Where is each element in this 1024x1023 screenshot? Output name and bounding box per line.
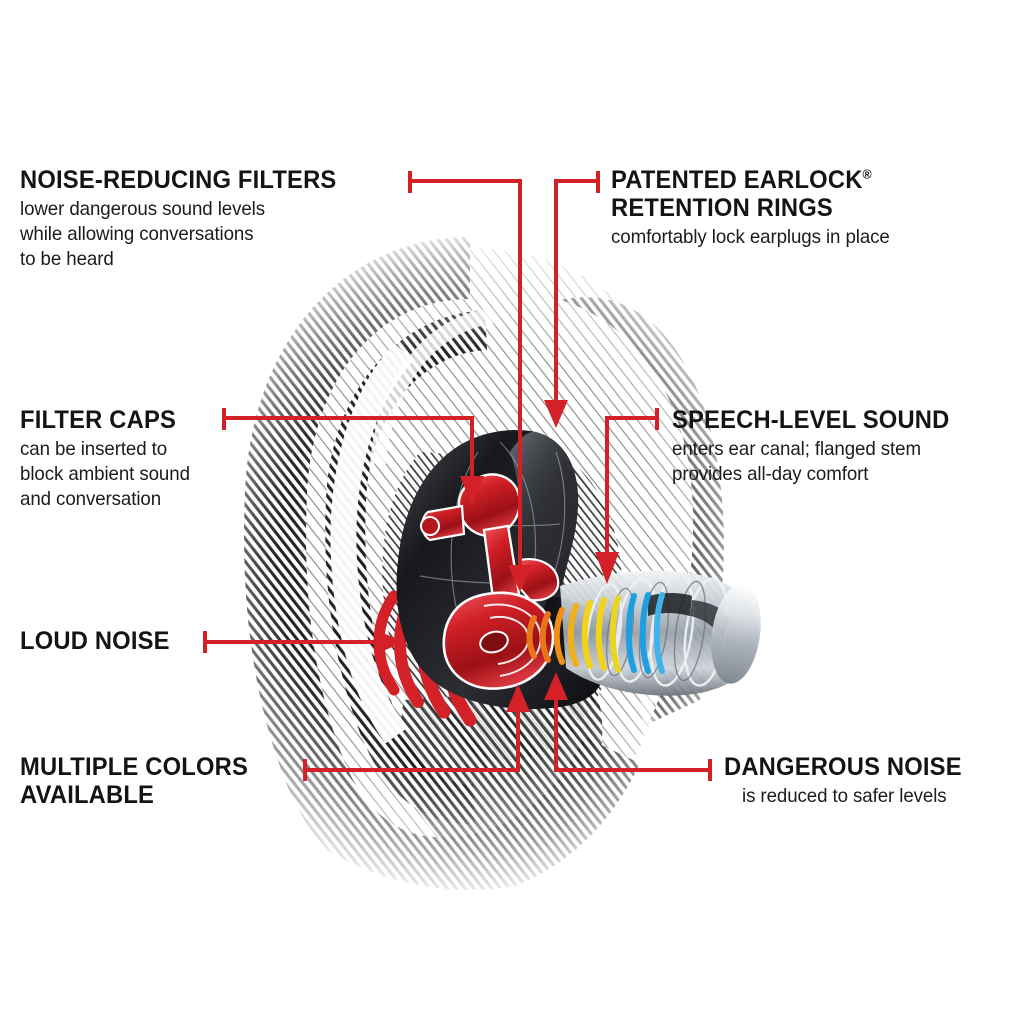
registered-trademark-icon: ® <box>862 166 872 182</box>
callout-heading: LOUD NOISE <box>20 627 170 655</box>
leader-dangerous-noise <box>544 672 712 781</box>
callout-heading: SPEECH-LEVEL SOUND <box>672 406 950 434</box>
callout-dangerous-noise: DANGEROUS NOISE is reduced to safer leve… <box>724 753 974 809</box>
earplug-assembly <box>396 430 761 710</box>
callout-heading: DANGEROUS NOISE <box>724 753 962 781</box>
flanged-stem <box>560 570 761 696</box>
callout-body: enters ear canal; flanged stem provides … <box>672 438 921 485</box>
sound-transmission-coils <box>526 592 665 674</box>
leader-speech-level-sound <box>595 408 659 584</box>
callout-noise-reducing-filters: NOISE-REDUCING FILTERS lower dangerous s… <box>20 166 353 272</box>
callout-body: can be inserted to block ambient sound a… <box>20 438 190 510</box>
callout-multiple-colors-available: MULTIPLE COLORS AVAILABLE <box>20 753 260 809</box>
callout-filter-caps: FILTER CAPS can be inserted to block amb… <box>20 406 197 512</box>
callout-heading-line-1: PATENTED EARLOCK® <box>611 166 887 194</box>
callout-speech-level-sound: SPEECH-LEVEL SOUND enters ear canal; fla… <box>672 406 964 487</box>
callout-patented-earlock-retention-rings: PATENTED EARLOCK® RETENTION RINGS comfor… <box>611 166 901 250</box>
leader-loud-noise <box>203 630 404 654</box>
callout-loud-noise: LOUD NOISE <box>20 627 178 655</box>
leader-filter-caps <box>222 408 484 506</box>
filter-assembly <box>420 473 560 690</box>
leader-patented-earlock <box>544 171 600 428</box>
leader-lines <box>203 171 712 781</box>
leader-noise-reducing-filters <box>408 171 532 592</box>
callout-body: comfortably lock earplugs in place <box>611 226 890 248</box>
callout-heading-line-1: MULTIPLE COLORS <box>20 753 249 781</box>
callout-heading: NOISE-REDUCING FILTERS <box>20 166 337 194</box>
callout-body: is reduced to safer levels <box>742 785 947 807</box>
callout-heading-line-2: AVAILABLE <box>20 781 155 809</box>
leader-multiple-colors <box>303 684 530 781</box>
callout-heading-line-2: RETENTION RINGS <box>611 194 833 222</box>
callout-heading: FILTER CAPS <box>20 406 177 434</box>
callout-heading-text: PATENTED EARLOCK <box>611 166 863 194</box>
callout-body: lower dangerous sound levels while allow… <box>20 198 265 270</box>
